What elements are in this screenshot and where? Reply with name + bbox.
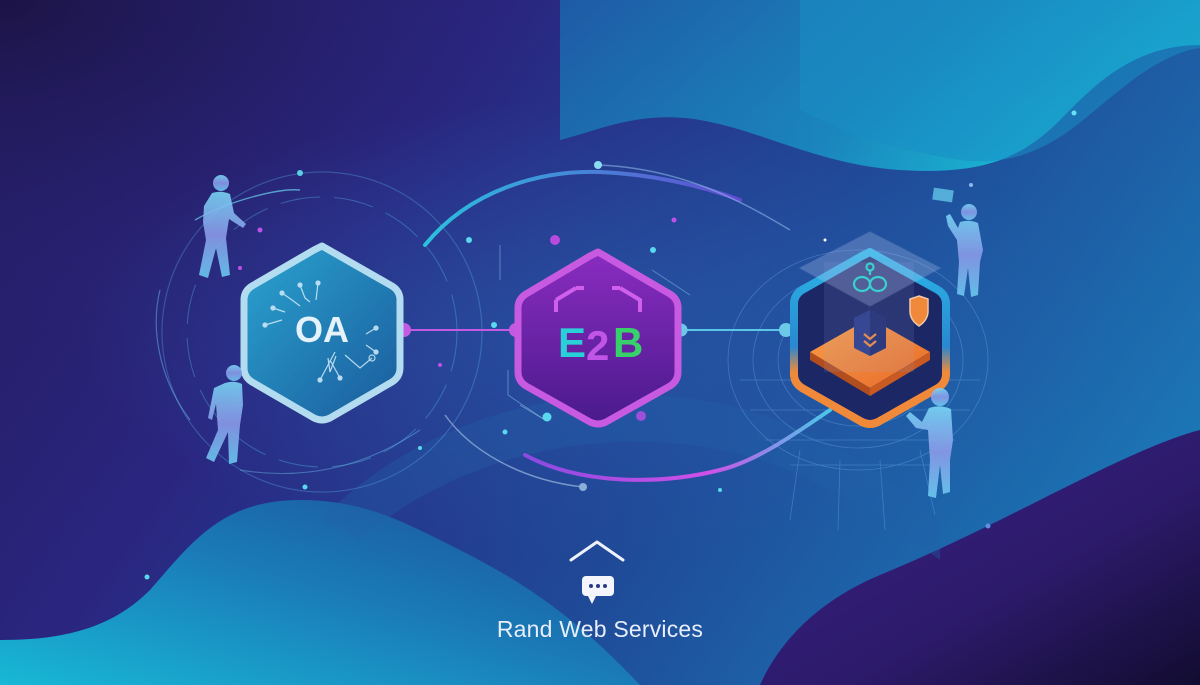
network-node-icon bbox=[852, 262, 888, 293]
person-figure-icon bbox=[206, 365, 243, 464]
download-box-icon bbox=[854, 310, 886, 356]
cube-outline-icon bbox=[554, 286, 642, 312]
node-center-letter-e: E bbox=[558, 319, 586, 366]
node-center-letter-b: B bbox=[613, 319, 643, 366]
node-center-letter-2: 2 bbox=[586, 322, 609, 369]
chat-bubble-icon bbox=[582, 576, 614, 604]
person-figure-icon bbox=[932, 187, 983, 297]
person-figure-icon bbox=[906, 388, 953, 498]
brand-caption: Rand Web Services bbox=[496, 616, 704, 642]
node-left-label: OA bbox=[295, 309, 349, 350]
person-figure-icon bbox=[199, 175, 246, 278]
shield-icon bbox=[909, 295, 929, 327]
glass-layer bbox=[798, 231, 942, 307]
circuit-icon bbox=[262, 280, 379, 383]
chevron-up-icon bbox=[569, 540, 625, 562]
tablet-icon bbox=[932, 187, 954, 203]
